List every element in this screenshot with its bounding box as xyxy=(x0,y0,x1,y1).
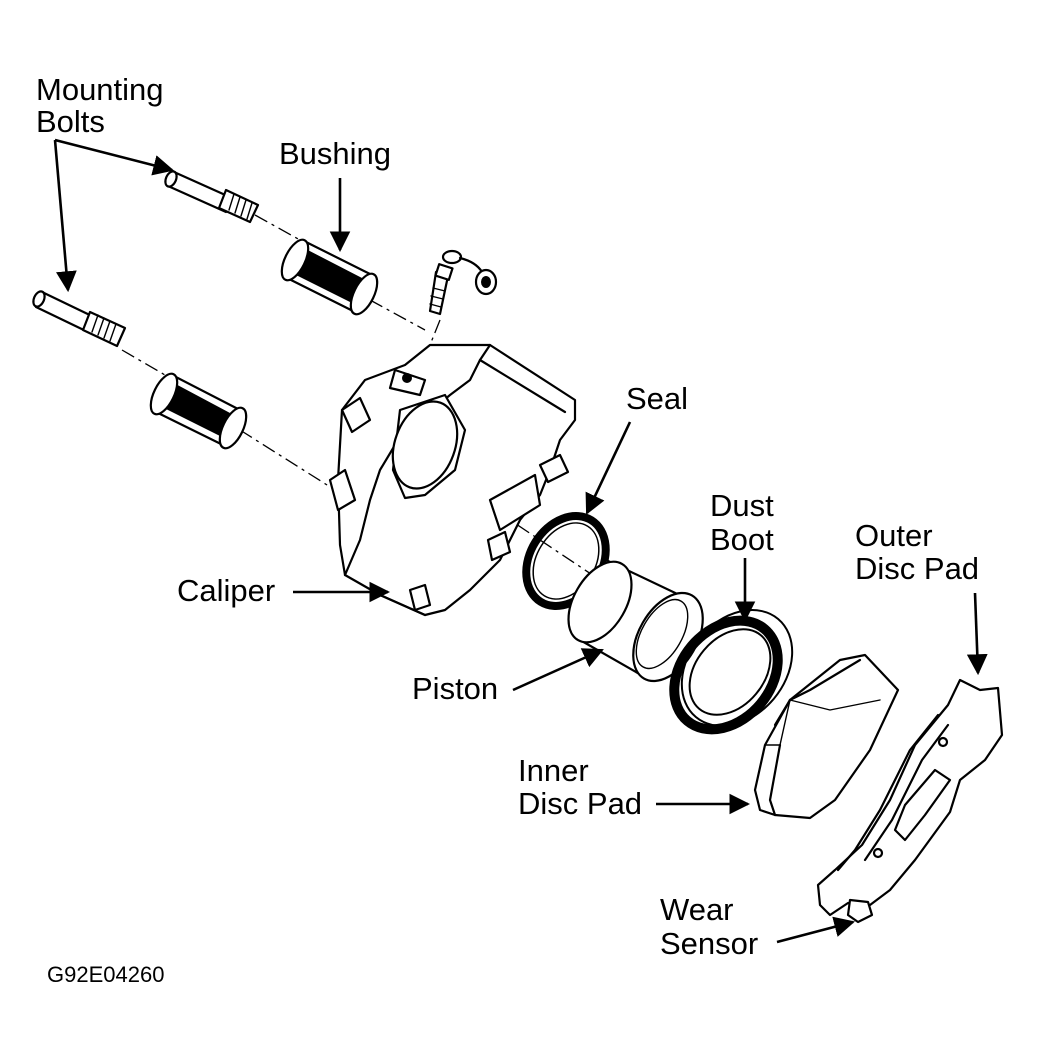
mounting-bolt-lower xyxy=(32,290,127,348)
caliper-label: Caliper xyxy=(177,573,275,608)
bleeder-cap xyxy=(441,249,498,296)
mounting-bolts-label-line1: Mounting xyxy=(36,72,164,107)
piston-label: Piston xyxy=(412,671,498,706)
callout-arrows xyxy=(53,138,988,944)
outer-disc-pad xyxy=(816,678,1004,924)
wear-sensor-label-line1: Wear xyxy=(660,892,734,927)
outer-disc-pad-label-line2: Disc Pad xyxy=(855,551,979,586)
bushing-upper xyxy=(280,238,379,316)
bleeder-screw xyxy=(428,263,454,316)
inner-disc-pad xyxy=(753,653,900,820)
inner-disc-pad-label-line1: Inner xyxy=(518,753,589,788)
bushing-label: Bushing xyxy=(279,136,391,171)
mounting-bolts-label-line2: Bolts xyxy=(36,104,105,139)
inner-disc-pad-label-line2: Disc Pad xyxy=(518,786,642,821)
mounting-bolt-upper xyxy=(164,170,260,224)
wear-sensor-label-line2: Sensor xyxy=(660,926,758,961)
outer-disc-pad-label-line1: Outer xyxy=(855,518,933,553)
dust-boot-label-line1: Dust xyxy=(710,488,774,523)
caliper-body xyxy=(328,343,577,617)
seal-label: Seal xyxy=(626,381,688,416)
dust-boot-label-line2: Boot xyxy=(710,522,774,557)
dust-boot xyxy=(669,609,794,735)
figure-code: G92E04260 xyxy=(47,962,164,987)
bushing-lower xyxy=(149,372,248,450)
